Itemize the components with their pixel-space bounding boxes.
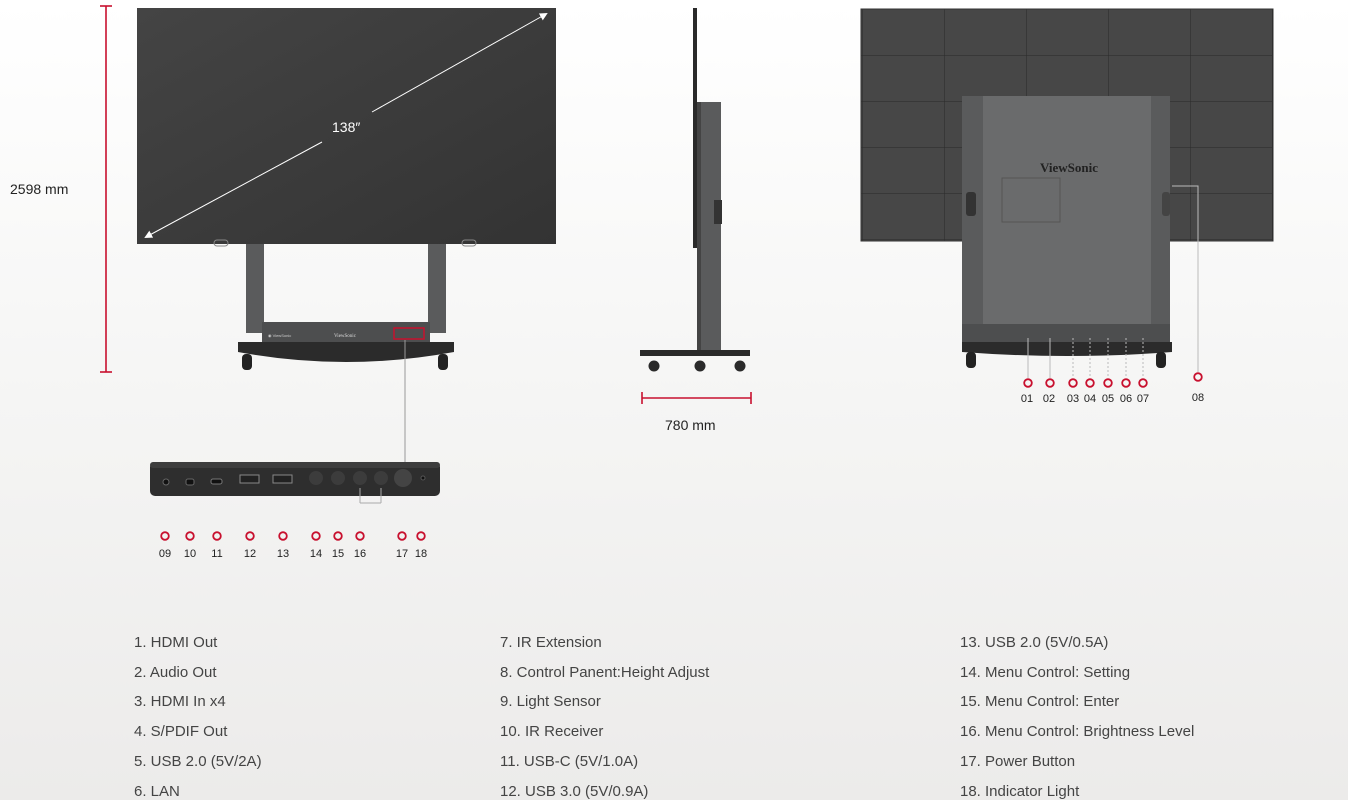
front-brand: ViewSonic [334, 334, 357, 339]
panel-port-15: 15 [332, 548, 344, 560]
spec-item: 1. HDMI Out [134, 634, 218, 651]
height-dimension: 2598 mm [10, 5, 112, 373]
control-panel-detail: 09 10 11 12 13 14 15 16 17 18 [150, 462, 440, 560]
spec-item: 7. IR Extension [500, 634, 602, 651]
rear-port-08: 08 [1192, 392, 1204, 404]
panel-port-16: 16 [354, 548, 366, 560]
spec-item: 13. USB 2.0 (5V/0.5A) [960, 634, 1109, 651]
rear-port-03: 03 [1067, 393, 1079, 405]
spec-item: 16. Menu Control: Brightness Level [960, 723, 1195, 741]
rear-brand: ViewSonic [1040, 160, 1098, 175]
control-panel-highlight [393, 327, 425, 340]
spec-item: 9. Light Sensor [500, 693, 601, 711]
spec-item: 11. USB-C (5V/1.0A) [500, 752, 639, 770]
panel-port-17: 17 [396, 548, 408, 560]
panel-port-12: 12 [244, 548, 256, 560]
height-label: 2598 mm [10, 181, 68, 197]
spec-item: 6. LAN [134, 782, 180, 800]
rear-port-04: 04 [1084, 393, 1096, 405]
svg-text:◉ ViewSonic: ◉ ViewSonic [268, 333, 291, 338]
panel-port-10: 10 [184, 548, 196, 560]
rear-port-02: 02 [1043, 393, 1055, 405]
spec-item: 12. USB 3.0 (5V/0.9A) [500, 782, 649, 800]
spec-item: 17. Power Button [960, 752, 1076, 770]
rear-port-07: 07 [1137, 393, 1149, 405]
panel-port-13: 13 [277, 548, 289, 560]
panel-port-09: 09 [159, 548, 171, 560]
diagonal-label: 138″ [332, 119, 360, 135]
front-view: ◉ ViewSonic ViewSonic 138″ [137, 8, 556, 462]
spec-list-col1: 1. HDMI Out 2. Audio Out 3. HDMI In x4 4… [134, 628, 262, 806]
spec-item: 10. IR Receiver [500, 723, 604, 741]
rear-port-05: 05 [1102, 393, 1114, 405]
spec-item: 8. Control Panent:Height Adjust [500, 663, 710, 681]
panel-port-18: 18 [415, 548, 427, 560]
spec-item: 18. Indicator Light [960, 782, 1080, 800]
rear-port-01: 01 [1021, 393, 1033, 405]
rear-port-06: 06 [1120, 393, 1132, 405]
spec-item: 14. Menu Control: Setting [960, 663, 1131, 681]
spec-item: 5. USB 2.0 (5V/2A) [134, 752, 262, 770]
panel-port-11: 11 [211, 548, 222, 560]
spec-item: 2. Audio Out [134, 663, 217, 681]
spec-list-col2: 7. IR Extension 8. Control Panent:Height… [500, 628, 709, 806]
spec-item: 15. Menu Control: Enter [960, 693, 1120, 711]
panel-port-14: 14 [310, 548, 322, 560]
spec-item: 4. S/PDIF Out [134, 723, 228, 741]
side-view: 780 mm [640, 8, 752, 433]
spec-list-col3: 13. USB 2.0 (5V/0.5A) 14. Menu Control: … [960, 628, 1194, 806]
depth-label: 780 mm [665, 417, 716, 433]
rear-view: ViewSonic 01 02 03 04 05 06 07 08 [860, 8, 1274, 405]
spec-item: 3. HDMI In x4 [134, 693, 226, 711]
product-diagram: 2598 mm ◉ ViewSonic ViewSonic 138″ [10, 5, 1274, 560]
